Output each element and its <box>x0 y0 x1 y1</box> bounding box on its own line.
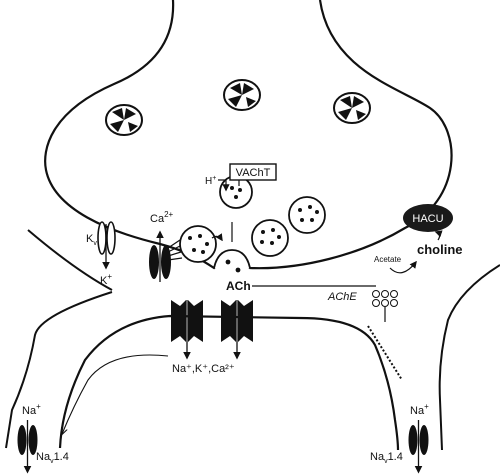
fusing-vesicle <box>213 249 251 269</box>
nachr-channel-left-icon <box>171 300 203 342</box>
vesicle-docking <box>179 225 217 263</box>
depolarization-spread-arrow <box>62 354 169 434</box>
postsynaptic-membrane <box>58 314 400 451</box>
kv-label: Kv <box>86 233 97 247</box>
left-muscle-upper-line <box>5 291 113 449</box>
nav-left-label: Nav1.4 <box>36 451 69 465</box>
nachr-channel-right-icon <box>221 300 253 342</box>
mitochondrion-left <box>105 104 143 136</box>
ach-molecule-released <box>235 267 241 273</box>
acetate-label: Acetate <box>374 255 402 264</box>
nav-right-label: Nav1.4 <box>370 451 403 465</box>
ach-molecule <box>225 259 231 265</box>
calcium-channel-icon <box>149 245 171 279</box>
h-plus-label: H+ <box>205 175 216 187</box>
vacht-box <box>229 163 277 181</box>
vesicle-right <box>288 196 326 234</box>
ache-enzyme-icon <box>372 290 398 322</box>
vesicle-move-arrow <box>211 233 223 242</box>
sodium-left-label: Na+ <box>22 402 41 417</box>
potassium-label: K+ <box>100 272 112 287</box>
sodium-right-label: Na+ <box>410 402 429 417</box>
vacht-vesicle <box>219 175 253 209</box>
acetate-arrow <box>389 260 417 274</box>
basal-lamina <box>367 325 403 381</box>
left-sheath-line <box>27 229 113 291</box>
vacht-label: VAChT <box>236 167 271 179</box>
cation-influx-label: Na⁺,K⁺,Ca²⁺ <box>172 363 235 375</box>
mitochondrion-right <box>333 92 371 124</box>
choline-label: choline <box>417 242 463 257</box>
right-muscle-line <box>438 264 500 451</box>
choline-uptake-arrow <box>434 230 443 241</box>
h-plus-arrow <box>218 179 230 192</box>
ache-label: AChE <box>327 291 357 303</box>
snare-tethers <box>167 239 183 261</box>
mitochondrion-center <box>223 79 261 111</box>
vesicle-middle <box>251 219 289 257</box>
calcium-label: Ca2+ <box>150 210 174 225</box>
nav-channel-right-icon <box>408 425 429 455</box>
ach-label: ACh <box>226 279 251 293</box>
hacu-transporter <box>403 204 453 232</box>
hacu-label: HACU <box>412 213 443 225</box>
kv-channel-icon <box>97 221 116 255</box>
nav-channel-left-icon <box>17 425 38 455</box>
